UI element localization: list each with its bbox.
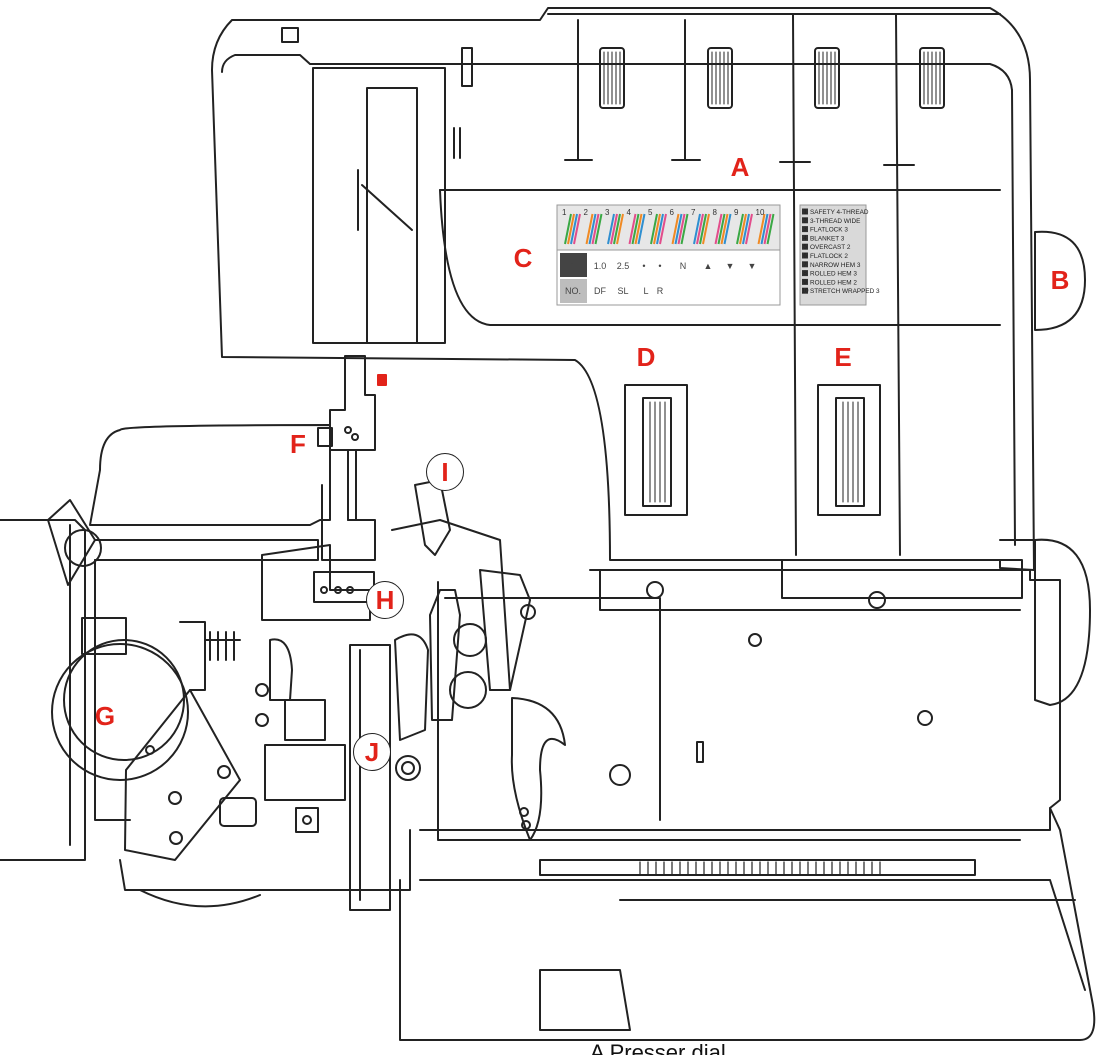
- stitch-swatch-line: [650, 213, 658, 245]
- legend-label: ROLLED HEM 3: [810, 271, 857, 278]
- front-cover-panel: [312, 67, 446, 344]
- legend-label: ROLLED HEM 2: [810, 279, 857, 286]
- legend-number: 5: [803, 244, 807, 251]
- legend-number: 2: [803, 217, 807, 224]
- callout-f: F: [290, 429, 306, 459]
- stitch-swatch-line: [677, 213, 686, 245]
- stitch-swatch-line: [680, 213, 689, 245]
- handwheel: [51, 643, 189, 781]
- legend-number-box: [802, 234, 808, 241]
- stitch-swatch-line: [671, 213, 680, 245]
- legend-number-box: [802, 287, 808, 294]
- stitch-swatch-line: [674, 213, 683, 245]
- upper-housing: [211, 7, 1035, 571]
- stitch-swatch-line: [739, 213, 747, 245]
- legend-number-box: [802, 252, 808, 259]
- callout-g: G: [94, 701, 116, 731]
- stitch-swatch-line: [714, 213, 723, 245]
- stitch-swatch-line: [634, 213, 643, 245]
- stitch-swatch-line: [567, 213, 575, 245]
- stitch-swatch-line: [696, 213, 704, 245]
- legend-number-box: [802, 217, 808, 224]
- stitch-swatch-line: [659, 213, 667, 245]
- legend-number: 7: [803, 261, 807, 268]
- legend-number: 10: [801, 288, 809, 295]
- legend-number: 1: [803, 209, 807, 216]
- stitch-swatch-line: [757, 213, 766, 245]
- legend-number: 4: [803, 235, 807, 242]
- callout-d: D: [636, 342, 656, 372]
- stitch-swatch-line: [613, 213, 621, 245]
- stitch-swatch-line: [564, 213, 572, 245]
- callout-a: A: [730, 152, 750, 182]
- legend-number-box: [802, 261, 808, 268]
- accessory-tray: [399, 807, 1096, 1041]
- callout-h: H: [366, 581, 404, 619]
- legend-number-box: [802, 243, 808, 250]
- callout-e: E: [834, 342, 852, 372]
- legend-number: 8: [803, 270, 807, 277]
- legend-label: BLANKET 3: [810, 235, 845, 242]
- stitch-swatch-line: [588, 213, 597, 245]
- stitch-swatch-line: [745, 213, 753, 245]
- stitch-swatch-line: [573, 213, 581, 245]
- bottom-caption: A Presser dial: [590, 1040, 726, 1055]
- stitch-swatch-line: [656, 213, 664, 245]
- stitch-swatch-line: [637, 213, 646, 245]
- callout-j: J: [353, 733, 391, 771]
- legend-label: FLATLOCK 2: [810, 253, 848, 260]
- stitch-swatch-line: [766, 213, 775, 245]
- stitch-swatch-line: [760, 213, 769, 245]
- stitch-swatch-line: [720, 213, 729, 245]
- legend-label: 3-THREAD WIDE: [810, 218, 860, 225]
- legend-label: FLATLOCK 3: [810, 227, 848, 234]
- callout-b: B: [1050, 265, 1070, 295]
- stitch-swatch-line: [631, 213, 640, 245]
- stitch-swatch-line: [763, 213, 772, 245]
- legend-label: SAFETY 4-THREAD: [810, 209, 869, 216]
- legend-number-box: [802, 278, 808, 285]
- dial-window-e: [817, 384, 881, 516]
- legend-label: NARROW HEM 3: [810, 262, 861, 269]
- side-knob-lower: [1034, 538, 1091, 706]
- side-knob-b: [1034, 230, 1086, 331]
- stitch-swatch-line: [693, 213, 701, 245]
- legend-number-box: [802, 208, 808, 215]
- stitch-swatch-line: [723, 213, 732, 245]
- stitch-swatch-line: [570, 213, 578, 245]
- stitch-chart: [556, 204, 781, 306]
- stitch-swatch-line: [594, 213, 603, 245]
- stitch-swatch-line: [742, 213, 750, 245]
- legend-number: 6: [803, 253, 807, 260]
- legend-number-box: [802, 270, 808, 277]
- stitch-swatch-line: [702, 213, 710, 245]
- stitch-swatch-line: [628, 213, 637, 245]
- callout-c: C: [513, 243, 533, 273]
- dial-window-d: [624, 384, 688, 516]
- stitch-swatch-line: [585, 213, 594, 245]
- legend-number: 9: [803, 279, 807, 286]
- legend-number: 3: [803, 226, 807, 233]
- tension-dials: [599, 47, 945, 109]
- stitch-swatch-line: [699, 213, 707, 245]
- thread-guides: [547, 13, 1001, 556]
- stitch-swatch-line: [616, 213, 624, 245]
- callout-i: I: [426, 453, 464, 491]
- stitch-swatch-line: [607, 213, 615, 245]
- legend-label: STRETCH WRAPPED 3: [810, 288, 880, 295]
- stitch-swatch-line: [736, 213, 744, 245]
- stitch-swatch-line: [610, 213, 618, 245]
- stitch-swatch-line: [591, 213, 600, 245]
- stitch-swatch-line: [653, 213, 661, 245]
- lever-arm: [510, 697, 566, 841]
- stitch-swatch-line: [717, 213, 726, 245]
- lower-body: [89, 424, 331, 526]
- legend-number-box: [802, 226, 808, 233]
- legend-label: OVERCAST 2: [810, 244, 851, 251]
